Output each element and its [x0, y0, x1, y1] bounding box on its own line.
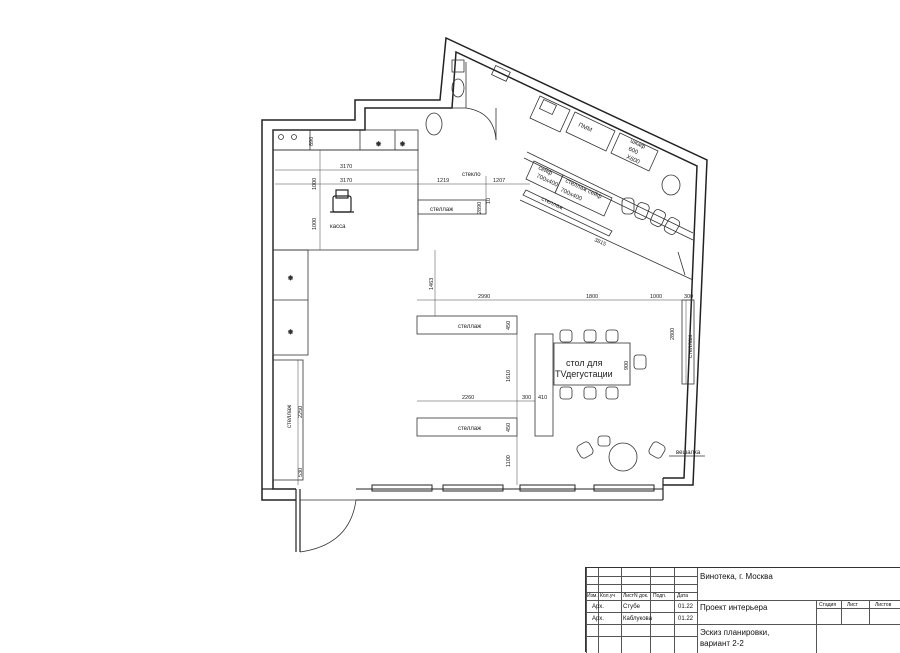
dim-900: 900 — [624, 361, 630, 370]
dim-3815: 3815 — [593, 237, 607, 247]
sheet-title-2: вариант 2-2 — [700, 639, 744, 648]
label-seif-size-a: 700х400 — [535, 173, 559, 188]
label-stellazh-left: стеллаж — [287, 405, 293, 428]
label-table-line2: дегустации — [566, 369, 613, 379]
row1-name: Стубе — [623, 604, 640, 610]
dim-1219: 1219 — [437, 178, 449, 184]
dim-10: 10 — [486, 198, 492, 204]
label-stellazh-counter: стеллаж — [430, 207, 453, 213]
dim-1100: 1100 — [506, 455, 512, 467]
col-list: Лист — [623, 593, 634, 599]
label-stellazh-diag: стеллаж — [540, 196, 564, 211]
row1-date: 01.22 — [678, 604, 694, 610]
room-labels: стекло касса стеллаж стеллаж стеллаж сей… — [287, 122, 701, 456]
dim-1000-b: 1000 — [312, 218, 318, 230]
dimension-lines — [275, 150, 694, 485]
back-room — [519, 95, 694, 281]
dim-450-b: 450 — [506, 423, 512, 432]
dim-1463: 1463 — [429, 278, 435, 290]
col-ndok: N док. — [634, 593, 649, 599]
col-stadiya: Стадия — [819, 602, 837, 608]
label-shkaf-x600: Х600 — [625, 154, 641, 166]
dim-1000-c: 1000 — [650, 294, 662, 300]
dim-410: 410 — [538, 395, 547, 401]
dim-3170-a: 3170 — [340, 164, 352, 170]
dim-1800: 1800 — [586, 294, 598, 300]
label-shkaf-600: 600 — [627, 146, 639, 156]
row2-name: Каблукова — [623, 616, 652, 622]
svg-text:✳: ✳ — [400, 141, 405, 148]
windows — [371, 484, 655, 492]
label-stellazh-bottom: стеллаж — [458, 426, 481, 432]
dim-1207: 1207 — [493, 178, 505, 184]
dim-2890: 2890 — [477, 202, 483, 214]
dimension-labels: 890 3170 3170 1219 1207 1000 1000 2890 1… — [298, 137, 693, 477]
row1-role: Арх. — [592, 604, 604, 610]
dim-1610: 1610 — [506, 370, 512, 382]
title-block: Винотека, г. Москва Проект интерьера Эск… — [585, 567, 900, 653]
dim-1000-a: 1000 — [312, 178, 318, 190]
label-kassa: касса — [330, 224, 346, 230]
label-table-line1: стол для — [566, 358, 603, 368]
round-table — [576, 435, 705, 472]
col-izm: Изм. — [587, 593, 598, 599]
svg-text:✳: ✳ — [288, 329, 293, 336]
label-stellazh-right: стеллаж — [688, 335, 694, 358]
dim-300-a: 300 — [684, 294, 693, 300]
dim-2800: 2800 — [670, 328, 676, 340]
row2-role: Арх. — [592, 616, 604, 622]
label-veshalka: вешалка — [676, 450, 701, 456]
col-kol: Кол.уч — [600, 593, 615, 599]
project-name: Винотека, г. Москва — [700, 572, 773, 581]
document-title: Проект интерьера — [700, 603, 768, 612]
svg-text:✳: ✳ — [376, 141, 381, 148]
label-pmm: ПММ — [577, 122, 593, 133]
cashier-desk — [330, 189, 354, 213]
dim-450-a: 450 — [506, 321, 512, 330]
tasting-table — [553, 329, 647, 400]
col-list-sheet: Лист — [847, 602, 858, 608]
counters: ✳ ✳ ✳ ✳ — [272, 129, 487, 481]
label-stellazh-top: стеллаж — [458, 324, 481, 330]
dim-530: 530 — [298, 468, 304, 477]
bathroom — [425, 59, 511, 141]
dim-300-b: 300 — [522, 395, 531, 401]
central-shelves — [416, 299, 695, 437]
dim-2260: 2260 — [462, 395, 474, 401]
dim-3170-b: 3170 — [340, 178, 352, 184]
entrance-door — [299, 499, 357, 553]
sheet-title-1: Эскиз планировки, — [700, 628, 770, 637]
label-tv: TV — [555, 369, 567, 379]
col-listov: Листов — [875, 602, 892, 608]
dim-2990: 2990 — [478, 294, 490, 300]
label-steklo: стекло — [462, 172, 481, 178]
col-podp: Подп. — [653, 593, 667, 599]
dim-2250: 2250 — [298, 406, 304, 418]
row2-date: 01.22 — [678, 616, 694, 622]
safes — [522, 160, 613, 237]
svg-text:✳: ✳ — [288, 275, 293, 282]
col-data: Дата — [677, 593, 689, 599]
dim-890: 890 — [309, 137, 315, 146]
